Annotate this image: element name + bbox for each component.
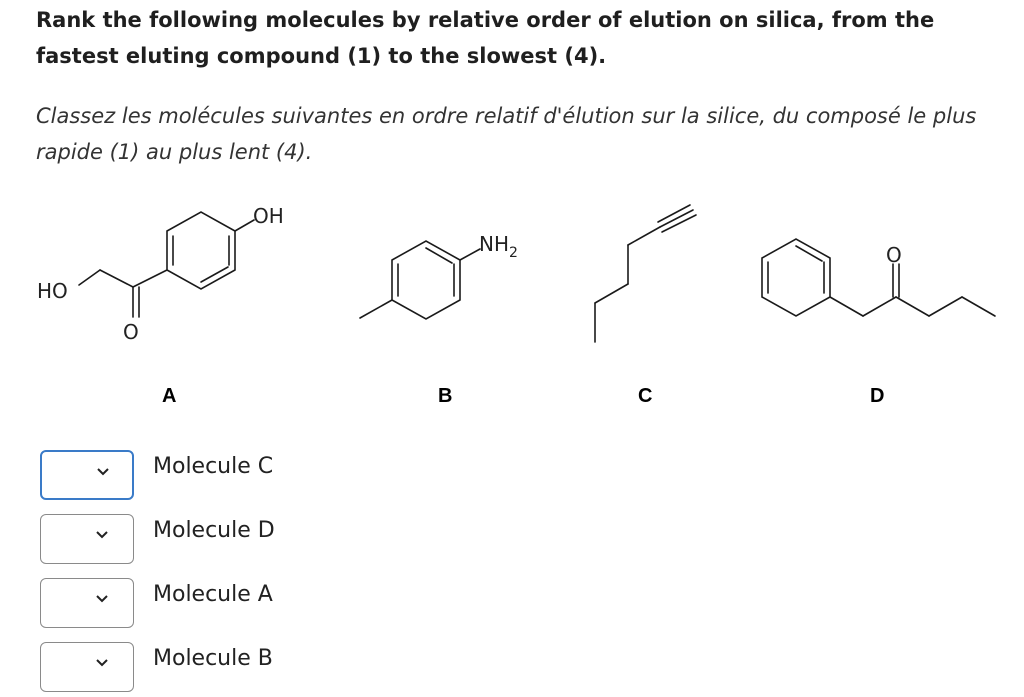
chevron-down-icon (96, 595, 108, 603)
molecule-a-ho-label: HO (37, 279, 68, 303)
molecule-c-structure (594, 204, 697, 343)
molecule-a-label: A (162, 385, 176, 407)
molecule-a-oh-label: OH (253, 204, 284, 228)
molecule-structures: HO OH O NH2 O A B C D (37, 204, 996, 407)
chevron-down-icon (96, 659, 108, 667)
molecule-d-structure (761, 238, 996, 317)
rank-select[interactable] (40, 642, 134, 692)
rank-select[interactable] (40, 450, 134, 500)
molecule-b-nh2-label: NH2 (479, 232, 518, 261)
question-french: Classez les molécules suivantes en ordre… (36, 104, 977, 164)
rank-select[interactable] (40, 514, 134, 564)
molecule-c-label: C (638, 385, 652, 407)
rank-select[interactable] (40, 578, 134, 628)
molecule-b-label: B (438, 385, 452, 407)
chevron-down-icon (97, 468, 109, 476)
ranking-row: Molecule A (40, 578, 440, 630)
ranking-row: Molecule B (40, 642, 440, 694)
chevron-down-icon (96, 531, 108, 539)
row-label: Molecule A (153, 582, 273, 607)
molecule-b-structure (359, 240, 481, 320)
molecule-d-label: D (870, 385, 884, 407)
molecule-a-o-label: O (123, 320, 139, 344)
molecule-d-o-label: O (886, 243, 902, 267)
row-label: Molecule B (153, 646, 273, 671)
ranking-row: Molecule C (40, 450, 440, 502)
question-english: Rank the following molecules by relative… (36, 8, 935, 68)
row-label: Molecule C (153, 454, 274, 479)
molecule-a-structure (78, 211, 255, 318)
ranking-row: Molecule D (40, 514, 440, 566)
row-label: Molecule D (153, 518, 275, 543)
